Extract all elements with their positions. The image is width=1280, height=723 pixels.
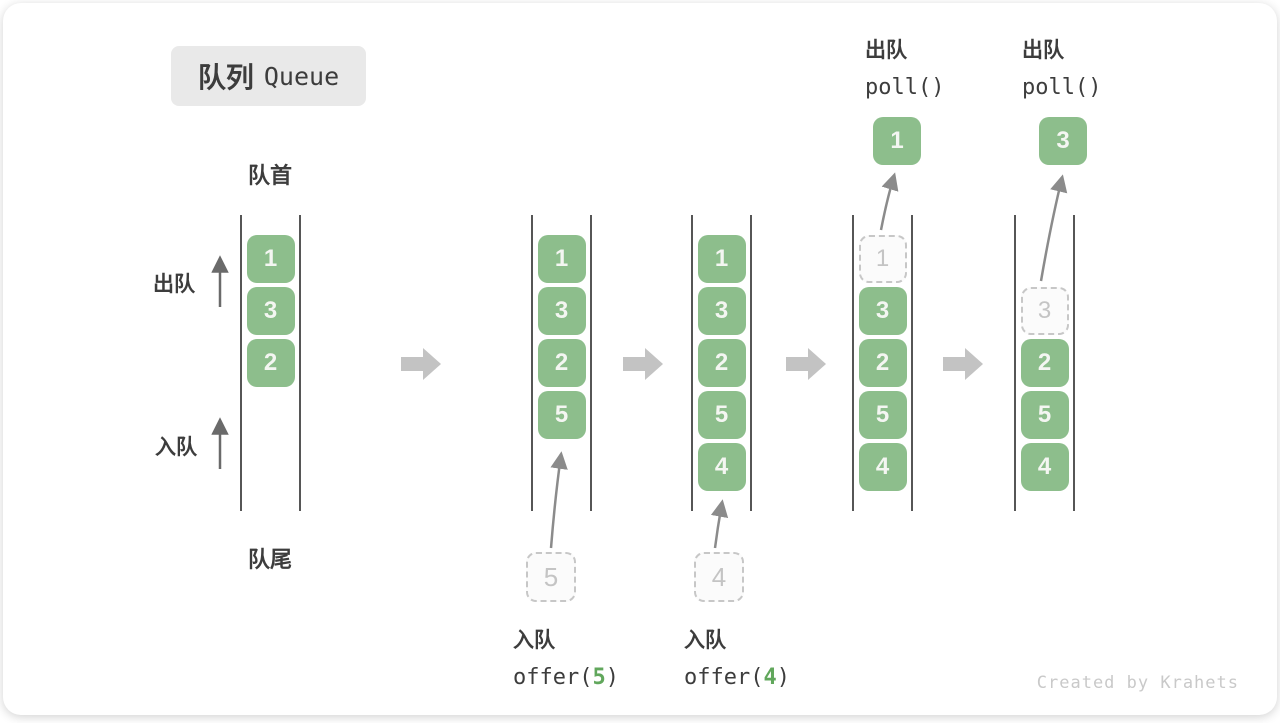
queue-element: 4 xyxy=(697,443,746,491)
queue-element: 2 xyxy=(697,339,746,387)
queue-element: 2 xyxy=(858,339,907,387)
offer-arg: 4 xyxy=(763,665,777,690)
offer-annotation-5: 入队 offer(5) xyxy=(513,624,619,690)
offer-op-label: 入队 xyxy=(684,629,726,652)
poll-op-label: 出队 xyxy=(865,39,907,62)
poll-op-code: poll() xyxy=(865,75,945,100)
poll-annotation-1: 出队 poll() xyxy=(865,34,944,100)
credit-text: Created by Krahets xyxy=(1036,673,1239,693)
offer-op-code: offer(4) xyxy=(684,665,790,690)
step-arrow-icon xyxy=(943,348,983,380)
step-arrow-icon xyxy=(623,348,663,380)
poll-op-label: 出队 xyxy=(1022,39,1064,62)
queue-element: 4 xyxy=(1020,443,1069,491)
offer-op-code: offer(5) xyxy=(513,665,619,690)
dequeue-side-label: 出队 xyxy=(153,273,195,296)
queue-element: 1 xyxy=(697,235,746,283)
queue-state-after-poll-1: 1 3 2 5 4 xyxy=(852,215,913,511)
pending-element: 4 xyxy=(694,552,744,602)
removed-element: 1 xyxy=(858,235,907,283)
title-en: Queue xyxy=(263,61,340,91)
poll-annotation-2: 出队 poll() xyxy=(1022,34,1101,100)
poll-op-code: poll() xyxy=(1022,75,1102,100)
queue-front-label: 队首 xyxy=(247,163,292,188)
queue-element: 2 xyxy=(537,339,586,387)
queue-element: 3 xyxy=(858,287,907,335)
step-arrow-icon xyxy=(401,348,441,380)
title-badge: 队列 Queue xyxy=(171,46,366,106)
queue-element: 5 xyxy=(1020,391,1069,439)
queue-rear-label: 队尾 xyxy=(247,547,292,572)
queue-element: 5 xyxy=(537,391,586,439)
queue-element: 1 xyxy=(246,235,295,283)
diagram-card: 队列 Queue 队首 队尾 出队 入队 1 3 2 1 3 2 5 1 3 2… xyxy=(3,3,1277,715)
polled-element: 1 xyxy=(873,117,921,165)
queue-element: 1 xyxy=(537,235,586,283)
removed-element: 3 xyxy=(1020,287,1069,335)
offer-arg: 5 xyxy=(592,665,606,690)
queue-state-initial: 1 3 2 xyxy=(240,215,301,511)
queue-element: 5 xyxy=(858,391,907,439)
title-zh: 队列 xyxy=(197,62,254,93)
pending-element: 5 xyxy=(526,552,576,602)
queue-element: 2 xyxy=(246,339,295,387)
queue-element: 3 xyxy=(246,287,295,335)
step-arrow-icon xyxy=(786,348,826,380)
queue-element: 3 xyxy=(537,287,586,335)
queue-element: 3 xyxy=(697,287,746,335)
queue-element: 5 xyxy=(697,391,746,439)
enqueue-side-label: 入队 xyxy=(155,436,197,459)
queue-state-after-offer-5: 1 3 2 5 xyxy=(531,215,592,511)
offer-op-label: 入队 xyxy=(513,629,555,652)
queue-state-after-offer-4: 1 3 2 5 4 xyxy=(691,215,752,511)
polled-element: 3 xyxy=(1039,117,1087,165)
offer-annotation-4: 入队 offer(4) xyxy=(684,624,790,690)
queue-element: 2 xyxy=(1020,339,1069,387)
queue-element: 4 xyxy=(858,443,907,491)
queue-state-after-poll-3: 3 2 5 4 xyxy=(1014,215,1075,511)
